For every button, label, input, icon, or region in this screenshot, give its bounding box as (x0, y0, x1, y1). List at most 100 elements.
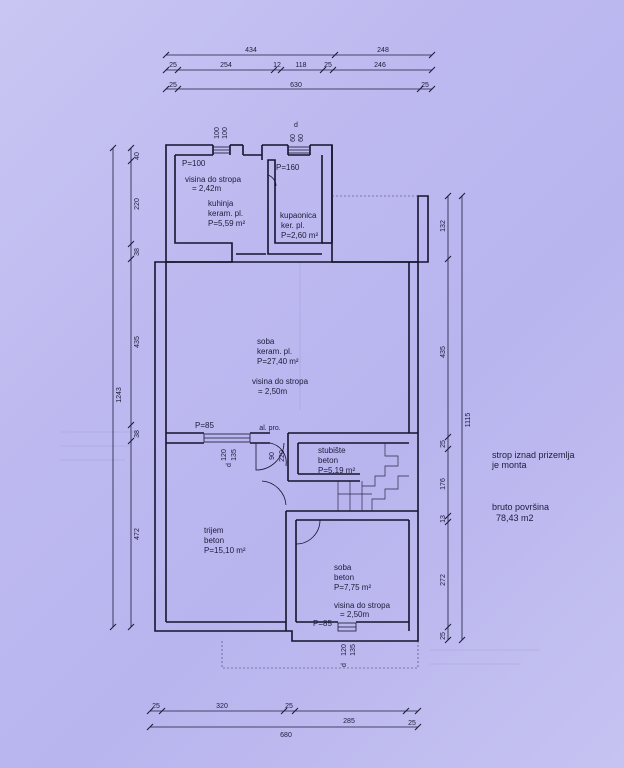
dim-label: 435 (134, 336, 141, 348)
dim-label: 435 (440, 346, 447, 358)
dim-label: 38 (134, 430, 141, 438)
ceiling-height-label: visina do stropa (185, 175, 242, 184)
window-label: 60 (298, 134, 305, 142)
door-label: 90 (269, 452, 276, 460)
room-name: soba (257, 337, 275, 346)
dim-label: 434 (245, 47, 257, 54)
dim-label: 25 (421, 82, 429, 89)
room-area: P=27,40 m² (257, 357, 299, 366)
window-label: d (341, 663, 348, 667)
ceiling-height-label: visina do stropa (334, 601, 391, 610)
opening-labels: 100 100 d 60 60 120 135 d al. pro. 90 22… (214, 122, 357, 667)
dim-label: 248 (377, 47, 389, 54)
right-dimension-labels: 132 435 25 176 13 272 25 1115 (440, 220, 472, 640)
dim-label: 1243 (116, 387, 123, 403)
parapet-label: P=160 (276, 163, 300, 172)
right-dimension-lines (444, 192, 466, 644)
window-label: 120 (341, 644, 348, 656)
room-stairs: stubište beton P=5,19 m² (318, 446, 355, 475)
room-living: soba keram. pl. P=27,40 m² visina do str… (195, 337, 309, 430)
dim-label: 25 (285, 703, 293, 710)
room-bathroom: P=160 kupaonica ker. pl. P=2,60 m² (276, 163, 318, 240)
room-floor: keram. pl. (208, 209, 243, 218)
window-label: 60 (290, 134, 297, 142)
dim-label: 132 (440, 220, 447, 232)
ceiling-height-value: = 2,50m (340, 610, 369, 619)
dim-label: 285 (343, 718, 355, 725)
ceiling-note: je monta (491, 460, 527, 470)
top-dimension-labels: 434 248 25 254 12 118 25 246 25 630 25 (169, 47, 429, 89)
window-label: d (294, 122, 298, 129)
window-label: 100 (214, 127, 221, 139)
window-label: 135 (350, 644, 357, 656)
window-label: 135 (231, 449, 238, 461)
room-name: soba (334, 563, 352, 572)
room-name: stubište (318, 446, 346, 455)
room-floor: beton (334, 573, 354, 582)
gross-area-value: 78,43 m2 (496, 513, 534, 523)
room-floor: beton (318, 456, 338, 465)
dim-label: 25 (440, 632, 447, 640)
ceiling-height-label: visina do stropa (252, 377, 309, 386)
dim-label: 220 (134, 198, 141, 210)
notes: strop iznad prizemlja je monta bruto pov… (491, 450, 575, 523)
dim-label: 25 (169, 62, 177, 69)
room-name: trijem (204, 526, 224, 535)
door-label: 220 (279, 450, 286, 462)
dim-label: 254 (220, 62, 232, 69)
room-floor: beton (204, 536, 224, 545)
window-label: 100 (222, 127, 229, 139)
dim-label: 630 (290, 82, 302, 89)
dim-label: 25 (440, 440, 447, 448)
windows (203, 146, 357, 632)
ceiling-height-value: = 2,50m (258, 387, 287, 396)
dim-label: 472 (134, 528, 141, 540)
room-floor: ker. pl. (281, 221, 305, 230)
dim-label: 25 (169, 82, 177, 89)
dim-label: 320 (216, 703, 228, 710)
room-porch: trijem beton P=15,10 m² (204, 526, 246, 555)
room-area: P=5,19 m² (318, 466, 355, 475)
dim-label: 25 (152, 703, 160, 710)
room-area: P=7,75 m² (334, 583, 371, 592)
room-area: P=2,60 m² (281, 231, 318, 240)
top-dimension-lines (162, 51, 436, 93)
faint-background-lines (60, 262, 540, 665)
room-name: kuhinja (208, 199, 234, 208)
window-label: d (226, 463, 233, 467)
room-floor: keram. pl. (257, 347, 292, 356)
gross-area-label: bruto površina (492, 502, 549, 512)
dim-label: 38 (134, 248, 141, 256)
dim-label: 40 (134, 152, 141, 160)
dim-label: 1115 (465, 413, 472, 428)
room-small: soba beton P=7,75 m² visina do stropa = … (313, 563, 391, 628)
ceiling-height-value: = 2,42m (192, 184, 221, 193)
staircase (337, 443, 409, 511)
left-dimension-labels: 40 220 38 435 38 472 1243 (116, 152, 141, 540)
bottom-dimension-lines (146, 707, 422, 731)
ceiling-note: strop iznad prizemlja (492, 450, 575, 460)
dashed-outlines (221, 195, 419, 669)
window-label: 120 (221, 449, 228, 461)
left-dimension-lines (109, 144, 135, 631)
dim-label: 272 (440, 574, 447, 586)
door-label: al. pro. (259, 425, 280, 432)
dim-label: 176 (440, 478, 447, 490)
parapet-label: P=100 (182, 159, 206, 168)
dim-label: 13 (440, 515, 447, 523)
parapet-label: P=85 (313, 619, 332, 628)
doors (255, 174, 321, 545)
dim-label: 118 (295, 62, 306, 69)
parapet-label: P=85 (195, 421, 214, 430)
room-area: P=15,10 m² (204, 546, 246, 555)
room-name: kupaonica (280, 211, 317, 220)
room-kitchen: P=100 visina do stropa = 2,42m kuhinja k… (182, 159, 245, 228)
dim-label: 12 (273, 62, 281, 69)
dim-label: 25 (408, 720, 416, 727)
room-area: P=5,59 m² (208, 219, 245, 228)
dim-label: 680 (280, 732, 292, 739)
bottom-dimension-labels: 25 320 25 285 25 680 (152, 703, 416, 739)
dim-label: 25 (324, 62, 332, 69)
dim-label: 246 (374, 62, 386, 69)
